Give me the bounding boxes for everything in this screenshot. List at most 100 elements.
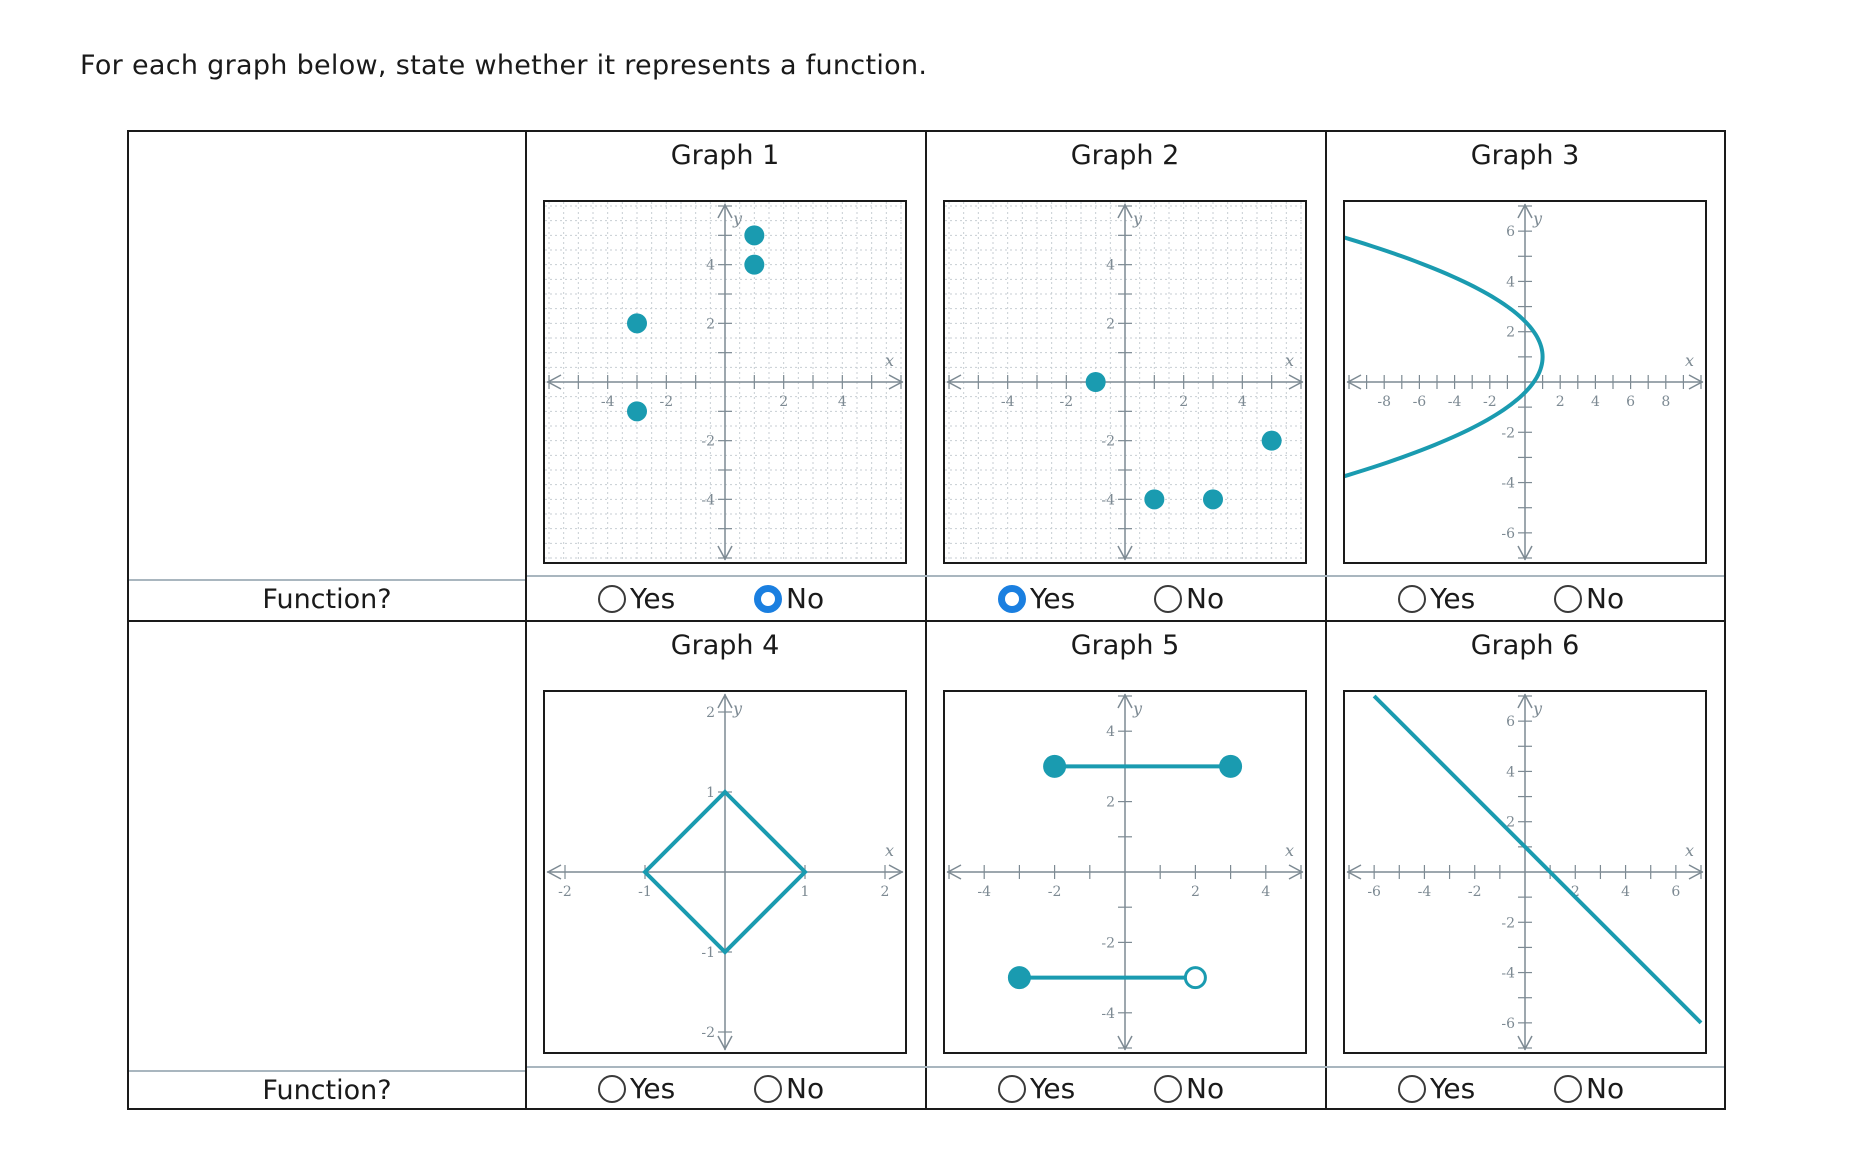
graph-title: Graph 3 (1470, 140, 1580, 171)
x-tick-label: 4 (1591, 394, 1600, 410)
x-tick-label: 2 (1179, 394, 1188, 410)
x-tick-label: 6 (1671, 884, 1680, 900)
graph-3-no-radio[interactable]: No (1554, 582, 1624, 615)
radio-circle[interactable] (754, 1074, 782, 1103)
y-tick-label: 2 (1106, 316, 1115, 332)
answer-row-divider (129, 579, 525, 581)
radio-circle[interactable] (598, 584, 626, 613)
x-axis-arrow-left (1346, 374, 1362, 390)
graph-4-no-radio[interactable]: No (754, 1072, 824, 1105)
x-tick-label: -4 (977, 884, 991, 900)
x-tick-label: -4 (1418, 884, 1432, 900)
x-axis-arrow-right (1288, 374, 1304, 390)
x-tick-label: 2 (1556, 394, 1565, 410)
function-row-label: Function? (262, 584, 392, 615)
radio-circle[interactable] (1398, 584, 1426, 613)
radio-circle[interactable] (1554, 584, 1582, 613)
graph-title: Graph 5 (1070, 630, 1180, 661)
x-tick-label: -2 (1060, 394, 1074, 410)
x-tick-label: -2 (660, 394, 674, 410)
y-tick-label: 2 (1506, 815, 1515, 831)
y-tick-label: 2 (706, 705, 715, 721)
graph-6-no-radio[interactable]: No (1554, 1072, 1624, 1105)
x-axis-label: x (1285, 351, 1294, 370)
y-tick-label: 4 (1506, 764, 1515, 780)
graph-3-yes-radio[interactable]: Yes (1398, 582, 1475, 615)
x-axis-arrow-right (1688, 864, 1704, 880)
closed-endpoint (1043, 754, 1067, 778)
radio-circle[interactable] (754, 584, 782, 613)
open-endpoint (1183, 966, 1207, 990)
radio-circle[interactable] (1154, 584, 1182, 613)
graph-5-yes-radio[interactable]: Yes (998, 1072, 1075, 1105)
y-tick-label: -2 (1501, 425, 1515, 441)
y-axis-arrow-down (1517, 545, 1533, 561)
graph-2-no-radio[interactable]: No (1154, 582, 1224, 615)
radio-circle[interactable] (998, 584, 1026, 613)
y-tick-label: 1 (706, 785, 715, 801)
x-tick-label: -6 (1413, 394, 1427, 410)
x-tick-label: 2 (1191, 884, 1200, 900)
radio-label: Yes (630, 582, 676, 615)
y-axis-arrow-up (1517, 693, 1533, 709)
radio-circle[interactable] (1154, 1074, 1182, 1103)
y-axis-label: y (1532, 209, 1543, 228)
x-axis-arrow-left (1346, 864, 1362, 880)
x-tick-label: -2 (1483, 394, 1497, 410)
x-axis-label: x (885, 841, 894, 860)
radio-circle[interactable] (598, 1074, 626, 1103)
x-tick-label: -6 (1367, 884, 1381, 900)
graph-1-no-radio[interactable]: No (754, 582, 824, 615)
y-axis-arrow-up (1517, 203, 1533, 219)
graph-5-no-radio[interactable]: No (1154, 1072, 1224, 1105)
x-tick-label: 4 (1238, 394, 1247, 410)
y-tick-label: -4 (1501, 966, 1515, 982)
graph-2-yes-radio[interactable]: Yes (998, 582, 1075, 615)
radio-label: No (1586, 582, 1625, 615)
data-point (1203, 489, 1223, 510)
diamond-shape (642, 789, 808, 955)
x-tick-label: -8 (1377, 394, 1391, 410)
x-tick-label: 1 (801, 884, 810, 900)
graph-table: Function? Function? Graph 1 Graph 2 Grap… (127, 130, 1726, 1110)
x-tick-label: 4 (1621, 884, 1630, 900)
radio-label: Yes (1430, 1072, 1476, 1105)
y-tick-label: -4 (701, 492, 715, 508)
x-axis-arrow-left (946, 374, 962, 390)
radio-label: No (1186, 582, 1225, 615)
data-point (627, 401, 647, 422)
radio-circle[interactable] (998, 1074, 1026, 1103)
y-tick-label: 4 (1506, 274, 1515, 290)
x-tick-label: -4 (601, 394, 615, 410)
graph-4-yes-radio[interactable]: Yes (598, 1072, 675, 1105)
radio-label: No (1186, 1072, 1225, 1105)
data-point (744, 254, 765, 275)
closed-endpoint (1007, 966, 1031, 990)
y-axis-arrow-up (1117, 203, 1133, 219)
y-axis-arrow-down (717, 1035, 733, 1051)
answer-row-divider (129, 1070, 525, 1072)
answer-row-divider (527, 1066, 1724, 1068)
y-tick-label: 6 (1506, 714, 1515, 730)
y-tick-label: -2 (1501, 915, 1515, 931)
graph-1-yes-radio[interactable]: Yes (598, 582, 675, 615)
y-axis-arrow-down (717, 545, 733, 561)
y-tick-label: -6 (1501, 1016, 1515, 1032)
x-axis-label: x (1685, 351, 1694, 370)
x-axis-label: x (885, 351, 894, 370)
x-tick-label: 4 (838, 394, 847, 410)
x-tick-label: -4 (1448, 394, 1462, 410)
radio-label: No (786, 1072, 825, 1105)
radio-circle[interactable] (1554, 1074, 1582, 1103)
function-row-label: Function? (262, 1075, 392, 1106)
y-tick-label: -1 (701, 945, 715, 961)
y-axis-label: y (732, 699, 743, 718)
radio-label: Yes (1430, 582, 1476, 615)
graph-6-yes-radio[interactable]: Yes (1398, 1072, 1475, 1105)
radio-circle[interactable] (1398, 1074, 1426, 1103)
